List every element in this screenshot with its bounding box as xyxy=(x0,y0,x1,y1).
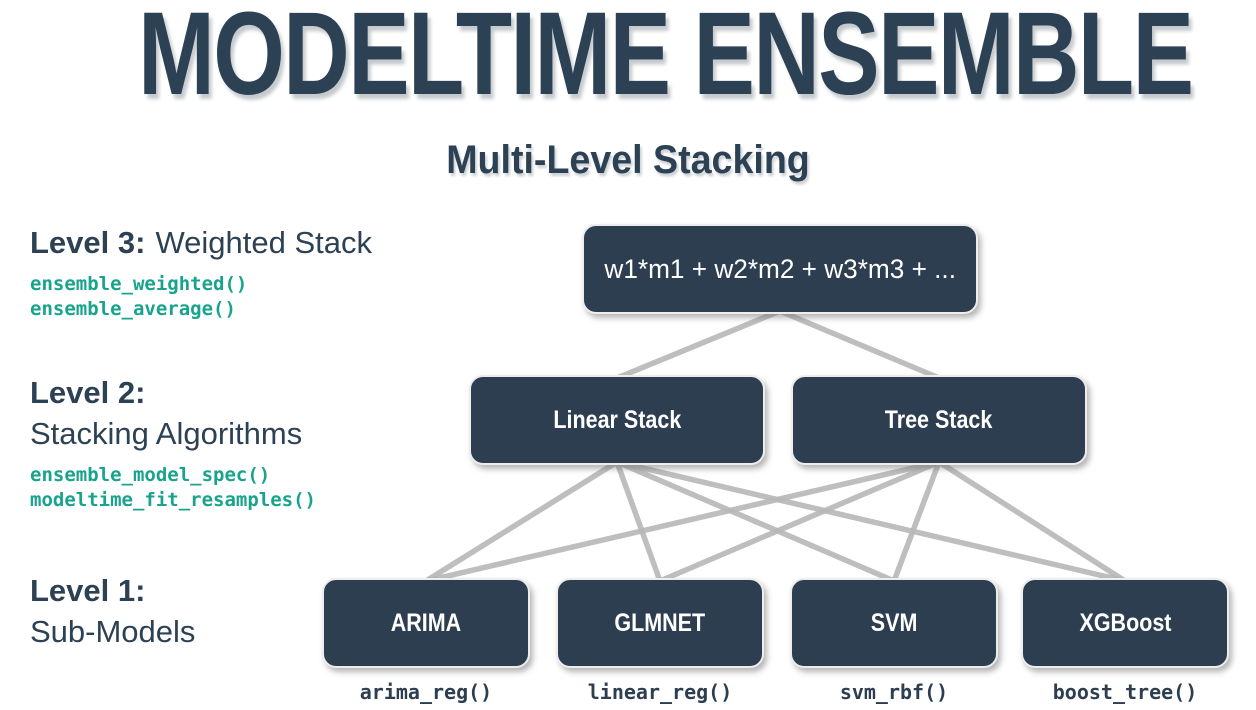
fn-linear-reg: linear_reg() xyxy=(587,680,733,704)
node-arima: ARIMA xyxy=(322,578,530,668)
level2-desc: Stacking Algorithms xyxy=(30,416,303,451)
level2-annotation: Level 2: Stacking Algorithms ensemble_mod… xyxy=(30,372,316,513)
code-ensemble-average: ensemble_average() xyxy=(30,298,236,320)
code-ensemble-model-spec: ensemble_model_spec() xyxy=(30,464,271,486)
node-arima-label: ARIMA xyxy=(390,608,462,637)
level2-heading: Level 2: Stacking Algorithms xyxy=(30,372,316,454)
level1-heading: Level 1: Sub-Models xyxy=(30,570,195,652)
level3-heading: Level 3: Weighted Stack xyxy=(30,222,372,263)
node-linear-stack-label: Linear Stack xyxy=(553,405,681,434)
node-glmnet: GLMNET xyxy=(556,578,764,668)
level3-functions: ensemble_weighted() ensemble_average() xyxy=(30,272,372,322)
level3-desc: Weighted Stack xyxy=(155,225,372,260)
level3-annotation: Level 3: Weighted Stack ensemble_weighted… xyxy=(30,222,372,322)
node-tree-stack: Tree Stack xyxy=(791,375,1087,465)
code-modeltime-fit-resamples: modeltime_fit_resamples() xyxy=(30,489,316,511)
node-glmnet-label: GLMNET xyxy=(614,608,706,637)
fn-arima-reg: arima_reg() xyxy=(359,680,493,704)
level1-annotation: Level 1: Sub-Models xyxy=(30,570,195,652)
level1-name: Level 1: xyxy=(30,573,146,608)
node-xgboost: XGBoost xyxy=(1021,578,1229,668)
node-xgboost-label: XGBoost xyxy=(1079,608,1171,637)
fn-boost-tree: boost_tree() xyxy=(1052,680,1198,704)
node-svm: SVM xyxy=(790,578,998,668)
level1-desc: Sub-Models xyxy=(30,614,196,649)
page-title: MODELTIME ENSEMBLE xyxy=(138,0,1194,120)
code-ensemble-weighted: ensemble_weighted() xyxy=(30,273,248,295)
node-linear-stack: Linear Stack xyxy=(469,375,765,465)
level2-name: Level 2: xyxy=(30,375,146,410)
page-subtitle: Multi-Level Stacking xyxy=(446,138,810,182)
node-weighted-stack-label: w1*m1 + w2*m2 + w3*m3 + ... xyxy=(604,253,956,284)
level2-functions: ensemble_model_spec() modeltime_fit_resa… xyxy=(30,463,316,513)
node-weighted-stack: w1*m1 + w2*m2 + w3*m3 + ... xyxy=(582,224,978,314)
node-svm-label: SVM xyxy=(870,608,918,637)
level3-name: Level 3: xyxy=(30,225,146,260)
fn-svm-rbf: svm_rbf() xyxy=(839,680,949,704)
node-tree-stack-label: Tree Stack xyxy=(885,405,993,434)
